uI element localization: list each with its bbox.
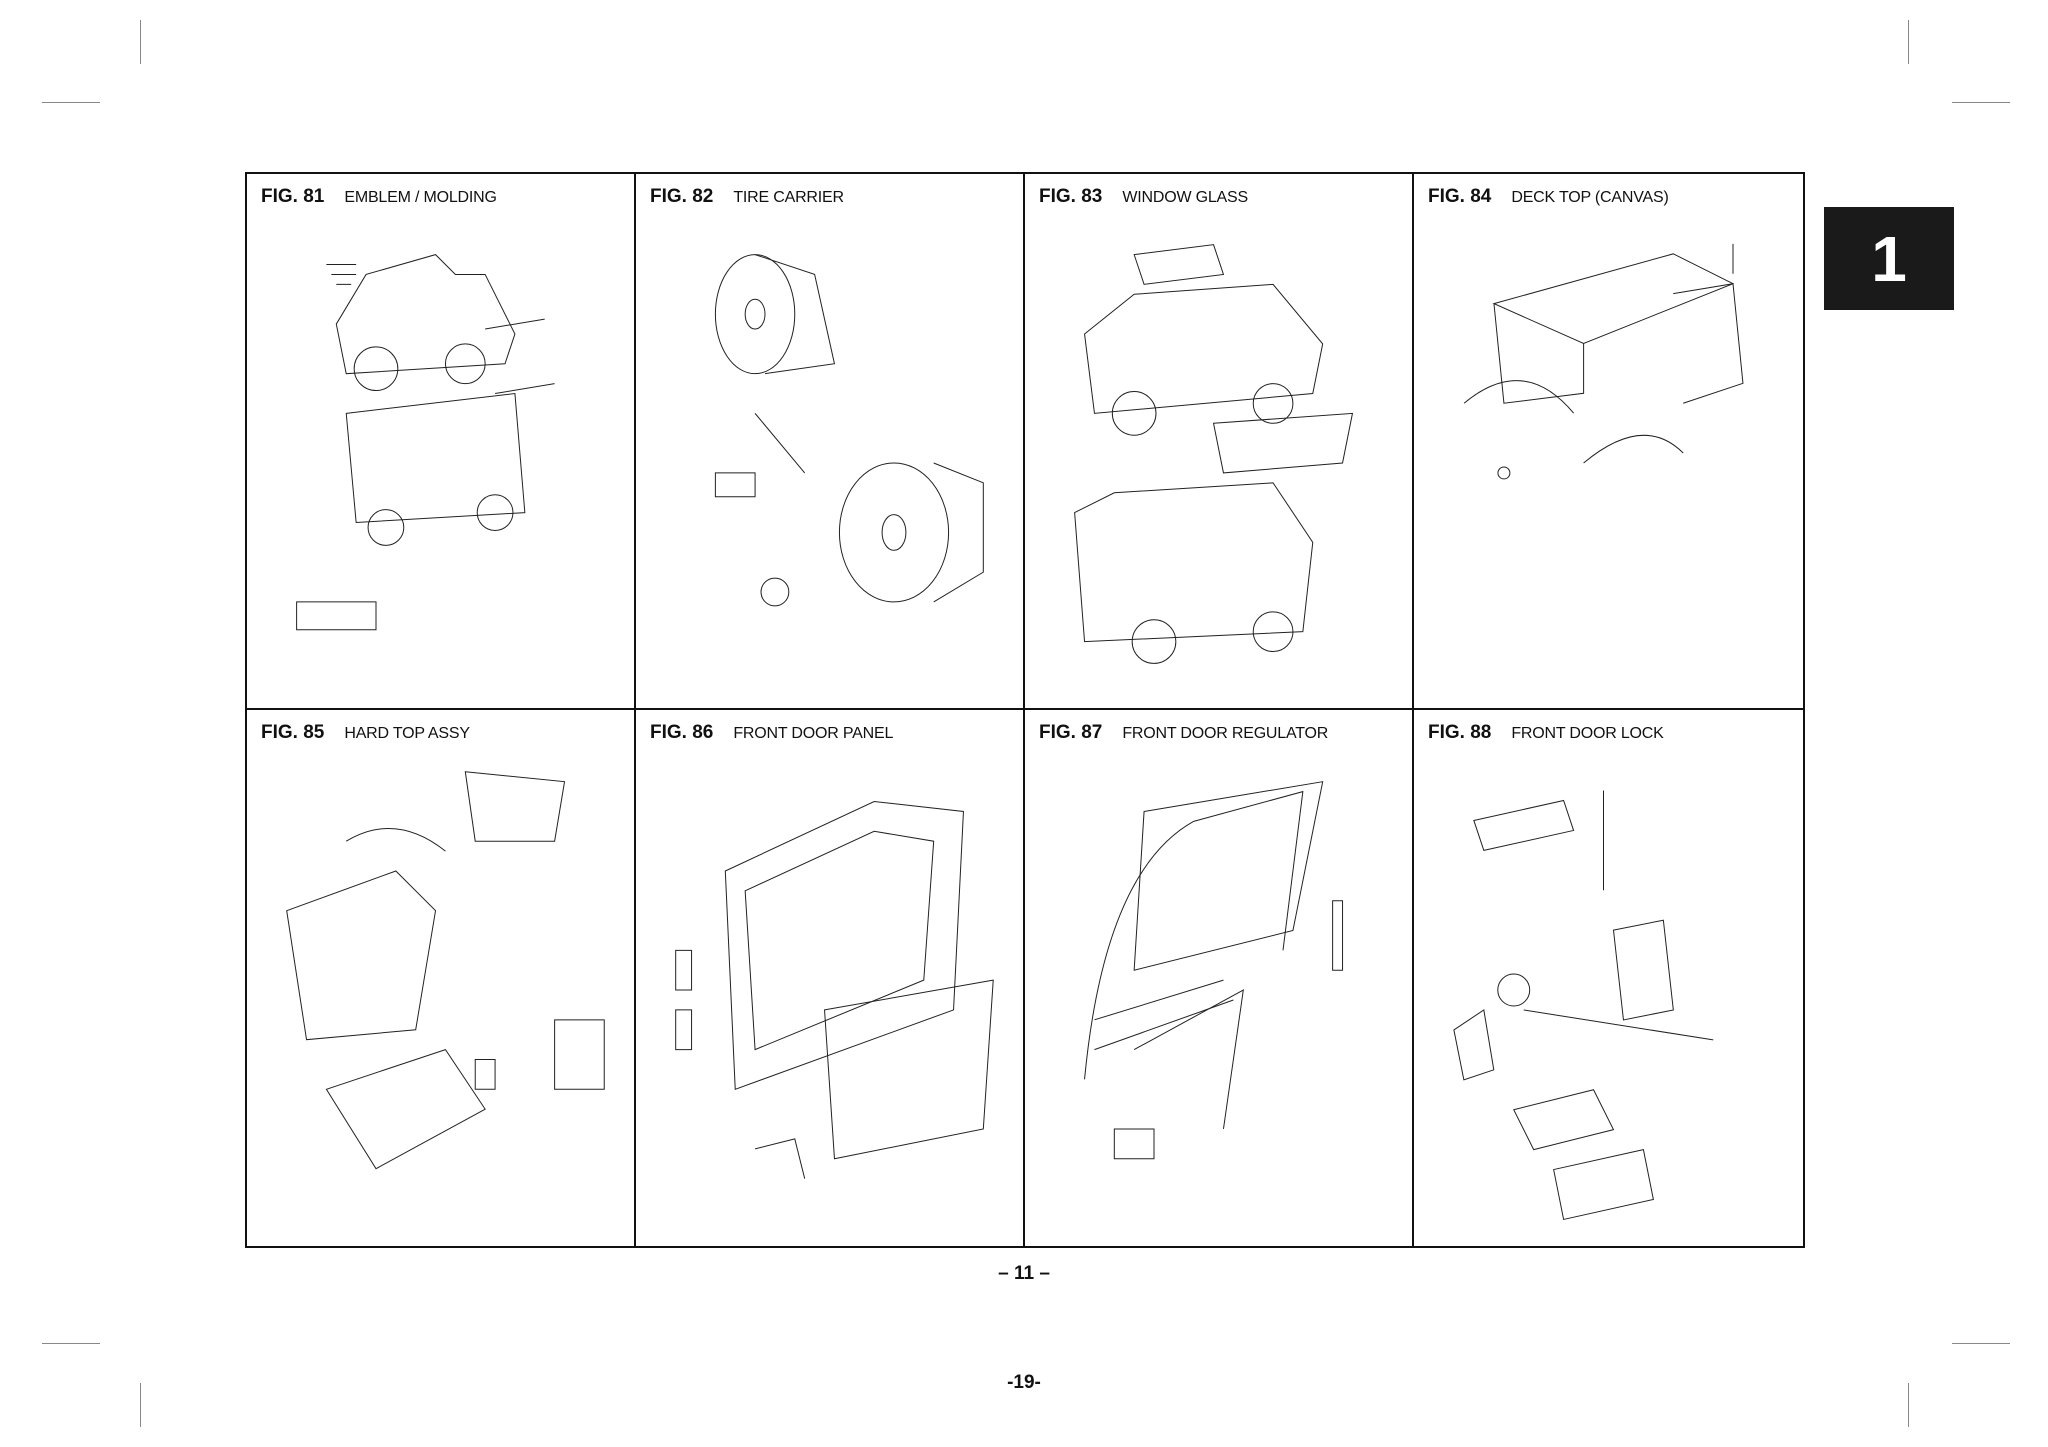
figure-title: FRONT DOOR PANEL (733, 725, 894, 742)
figure-drawing-tire-carrier (636, 214, 1023, 708)
figure-number: FIG. 81 (261, 186, 325, 207)
figure-title: WINDOW GLASS (1122, 189, 1248, 206)
figure-heading: FIG. 83 WINDOW GLASS (1039, 186, 1248, 208)
figure-panel-83: FIG. 83 WINDOW GLASS (1025, 174, 1414, 710)
figure-title: TIRE CARRIER (733, 189, 844, 206)
figure-heading: FIG. 87 FRONT DOOR REGULATOR (1039, 722, 1328, 744)
figure-number: FIG. 87 (1039, 722, 1103, 743)
figure-drawing-hard-top (247, 750, 634, 1246)
figure-number: FIG. 85 (261, 722, 325, 743)
figure-drawing-window-glass (1025, 214, 1412, 708)
figure-drawing-front-door-panel (636, 750, 1023, 1246)
crop-mark (42, 1343, 100, 1344)
figure-title: HARD TOP ASSY (344, 725, 470, 742)
figure-title: FRONT DOOR REGULATOR (1122, 725, 1329, 742)
figure-heading: FIG. 86 FRONT DOOR PANEL (650, 722, 893, 744)
figure-heading: FIG. 81 EMBLEM / MOLDING (261, 186, 497, 208)
figure-grid: FIG. 81 EMBLEM / MOLDING FIG. 82 TIRE CA… (245, 172, 1805, 1248)
figure-title: FRONT DOOR LOCK (1511, 725, 1664, 742)
crop-mark (1952, 102, 2010, 103)
crop-mark (1908, 20, 1909, 64)
figure-number: FIG. 83 (1039, 186, 1103, 207)
figure-panel-82: FIG. 82 TIRE CARRIER (636, 174, 1025, 710)
figure-panel-84: FIG. 84 DECK TOP (CANVAS) (1414, 174, 1803, 710)
figure-number: FIG. 86 (650, 722, 714, 743)
figure-title: EMBLEM / MOLDING (344, 189, 497, 206)
figure-panel-81: FIG. 81 EMBLEM / MOLDING (247, 174, 636, 710)
figure-heading: FIG. 88 FRONT DOOR LOCK (1428, 722, 1664, 744)
crop-mark (1908, 1383, 1909, 1427)
figure-number: FIG. 88 (1428, 722, 1492, 743)
crop-mark (140, 20, 141, 64)
figure-drawing-front-door-lock (1414, 750, 1803, 1246)
crop-mark (1952, 1343, 2010, 1344)
figure-panel-88: FIG. 88 FRONT DOOR LOCK (1414, 710, 1803, 1246)
figure-panel-86: FIG. 86 FRONT DOOR PANEL (636, 710, 1025, 1246)
page-number: -19- (1007, 1372, 1041, 1393)
figure-drawing-emblem-molding (247, 214, 634, 708)
figure-number: FIG. 84 (1428, 186, 1492, 207)
sub-page-number: – 11 – (998, 1263, 1050, 1284)
figure-drawing-front-door-regulator (1025, 750, 1412, 1246)
figure-drawing-deck-top (1414, 214, 1803, 708)
figure-panel-87: FIG. 87 FRONT DOOR REGULATOR (1025, 710, 1414, 1246)
crop-mark (42, 102, 100, 103)
figure-number: FIG. 82 (650, 186, 714, 207)
figure-title: DECK TOP (CANVAS) (1511, 189, 1669, 206)
figure-panel-85: FIG. 85 HARD TOP ASSY (247, 710, 636, 1246)
section-tab: 1 (1824, 207, 1954, 310)
figure-heading: FIG. 85 HARD TOP ASSY (261, 722, 470, 744)
crop-mark (140, 1383, 141, 1427)
figure-heading: FIG. 84 DECK TOP (CANVAS) (1428, 186, 1669, 208)
figure-heading: FIG. 82 TIRE CARRIER (650, 186, 844, 208)
